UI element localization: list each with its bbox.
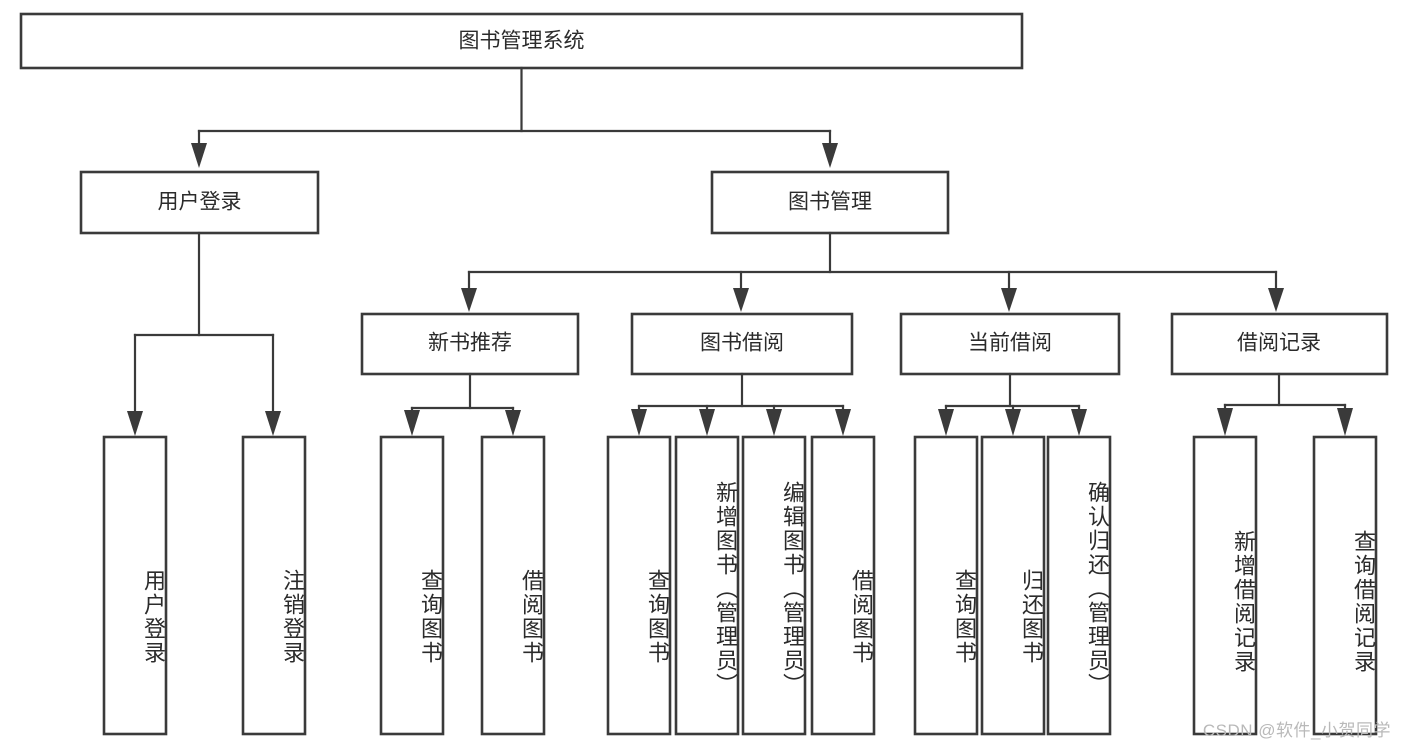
leaf-box-query-book-2[interactable] xyxy=(606,435,672,736)
connector-current-borrow-to-leaves xyxy=(938,372,1087,436)
arrow-head-icon xyxy=(1217,408,1233,436)
arrow-head-icon xyxy=(1337,408,1353,436)
csdn-watermark: CSDN @软件_小贺同学 xyxy=(1202,721,1391,740)
arrow-head-icon xyxy=(191,143,207,168)
connector-user-login-to-leaves xyxy=(127,231,281,436)
arrow-head-icon xyxy=(631,409,647,436)
arrow-head-icon xyxy=(461,288,477,312)
leaf-box-add-record[interactable] xyxy=(1192,435,1258,736)
leaf-box-query-book-3[interactable] xyxy=(913,435,979,736)
node-book-borrow-label: 图书借阅 xyxy=(700,332,784,355)
arrow-head-icon xyxy=(1001,288,1017,312)
node-book-manage[interactable]: 图书管理 xyxy=(710,170,950,235)
arrow-head-icon xyxy=(1071,409,1087,436)
node-borrow-record[interactable]: 借阅记录 xyxy=(1170,312,1389,376)
arrow-head-icon xyxy=(699,409,715,436)
node-root[interactable]: 图书管理系统 xyxy=(19,12,1024,70)
connector-book-manage-to-level3 xyxy=(461,231,1284,312)
arrow-head-icon xyxy=(1268,288,1284,312)
leaf-box-borrow-book-2[interactable] xyxy=(810,435,876,736)
arrow-head-icon xyxy=(265,411,281,436)
arrow-head-icon xyxy=(505,410,521,436)
node-new-book-recommend[interactable]: 新书推荐 xyxy=(360,312,580,376)
arrow-head-icon xyxy=(127,411,143,436)
connector-borrow-record-to-leaves xyxy=(1217,372,1353,436)
node-new-book-recommend-label: 新书推荐 xyxy=(428,332,512,355)
node-root-label: 图书管理系统 xyxy=(459,30,585,53)
node-current-borrow-label: 当前借阅 xyxy=(968,332,1052,355)
arrow-head-icon xyxy=(766,409,782,436)
node-new-book-recommend-box[interactable] xyxy=(360,312,580,376)
node-user-login-box[interactable] xyxy=(79,170,320,235)
leaf-box-logout[interactable] xyxy=(241,435,307,736)
connector-new-book-recommend-to-leaves xyxy=(404,372,521,436)
leaf-box-query-record[interactable] xyxy=(1312,435,1378,736)
arrow-head-icon xyxy=(404,410,420,436)
connector-book-borrow-to-leaves xyxy=(631,372,851,436)
leaf-box-query-book-1[interactable] xyxy=(379,435,445,736)
arrow-head-icon xyxy=(938,409,954,436)
node-root-box[interactable] xyxy=(19,12,1024,70)
node-book-borrow[interactable]: 图书借阅 xyxy=(630,312,854,376)
leaf-box-return-book[interactable] xyxy=(980,435,1046,736)
leaf-box-confirm-return[interactable] xyxy=(1046,435,1112,736)
arrow-head-icon xyxy=(835,409,851,436)
leaf-box-add-book[interactable] xyxy=(674,435,740,736)
arrow-head-icon xyxy=(733,288,749,312)
leaf-box-user-login[interactable] xyxy=(102,435,168,736)
node-book-manage-label: 图书管理 xyxy=(788,191,872,214)
node-current-borrow[interactable]: 当前借阅 xyxy=(899,312,1121,376)
node-user-login[interactable]: 用户登录 xyxy=(79,170,320,235)
connector-root-to-level2 xyxy=(191,66,838,168)
node-user-login-label: 用户登录 xyxy=(158,191,242,214)
arrow-head-icon xyxy=(1005,409,1021,436)
leaf-box-edit-book[interactable] xyxy=(741,435,807,736)
node-current-borrow-box[interactable] xyxy=(899,312,1121,376)
node-borrow-record-label: 借阅记录 xyxy=(1237,332,1321,355)
arrow-head-icon xyxy=(822,143,838,168)
leaf-box-borrow-book-1[interactable] xyxy=(480,435,546,736)
